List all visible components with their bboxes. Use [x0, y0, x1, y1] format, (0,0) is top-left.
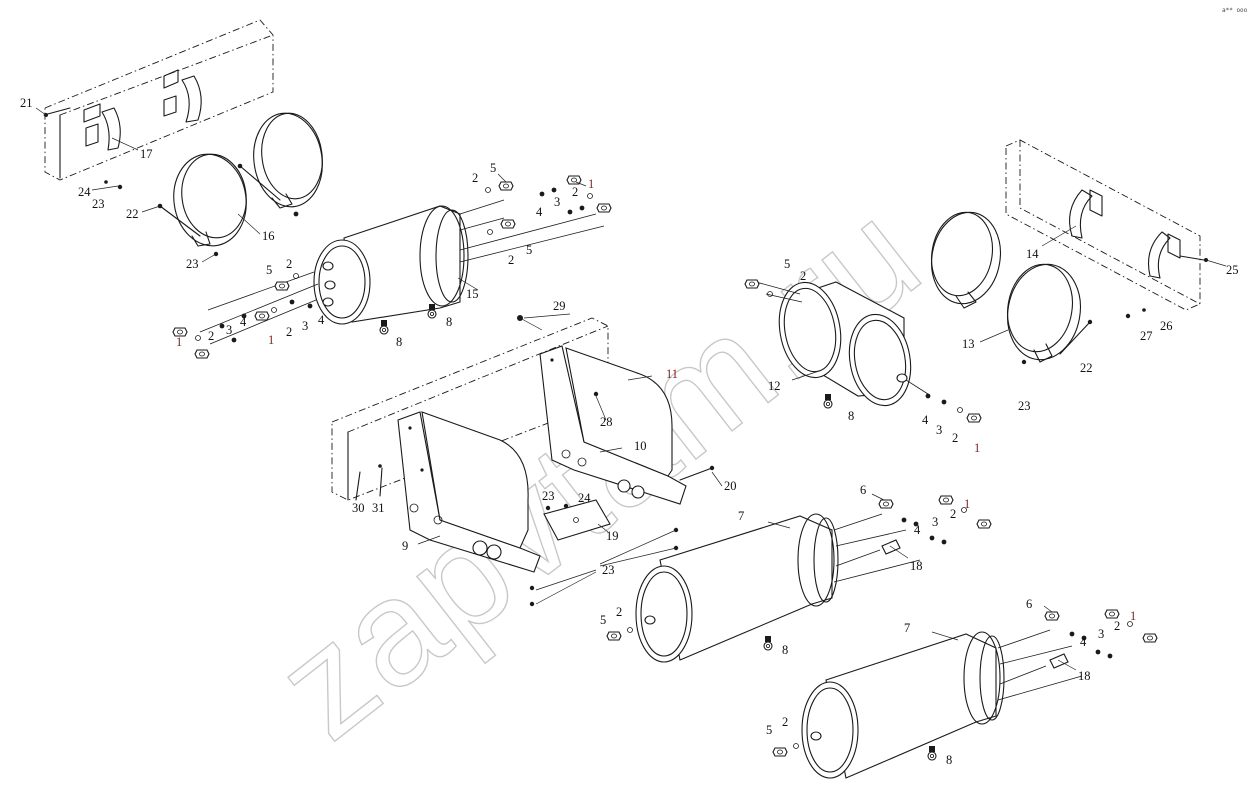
- callout-1: 1: [1130, 609, 1136, 623]
- callout-2: 2: [800, 269, 806, 283]
- callout-19: 19: [606, 529, 619, 543]
- fittings-tank15-right: [485, 175, 612, 235]
- callout-29: 29: [553, 299, 566, 313]
- callout-7: 7: [738, 509, 744, 523]
- clamp-strap-16: [157, 153, 247, 247]
- mounting-bracket-9: [397, 411, 541, 573]
- callout-1: 1: [176, 335, 182, 349]
- callout-23: 23: [602, 563, 615, 577]
- callout-23: 23: [186, 257, 199, 271]
- callout-2: 2: [208, 329, 214, 343]
- callout-15: 15: [466, 287, 479, 301]
- callout-3: 3: [302, 319, 308, 333]
- callout-6: 6: [1026, 597, 1032, 611]
- callout-23: 23: [542, 489, 555, 503]
- fittings-tank15-left: [172, 273, 313, 359]
- mounting-bracket-17: [83, 69, 202, 151]
- callout-6: 6: [860, 483, 866, 497]
- callout-5: 5: [600, 613, 606, 627]
- callout-25: 25: [1226, 263, 1239, 277]
- callout-2: 2: [950, 507, 956, 521]
- callout-13: 13: [962, 337, 975, 351]
- callout-27: 27: [1140, 329, 1153, 343]
- callout-5: 5: [784, 257, 790, 271]
- leader-lines: [35, 107, 1227, 671]
- callout-3: 3: [1098, 627, 1104, 641]
- callout-22: 22: [126, 207, 139, 221]
- callout-3: 3: [226, 323, 232, 337]
- callout-24: 24: [578, 491, 591, 505]
- callout-4: 4: [914, 523, 921, 537]
- callout-4: 4: [240, 315, 247, 329]
- callout-11: 11: [666, 367, 678, 381]
- clamp-strap-upper: [237, 112, 323, 217]
- callout-17: 17: [140, 147, 153, 161]
- callout-28: 28: [600, 415, 613, 429]
- callout-30: 30: [352, 501, 365, 515]
- callout-21: 21: [20, 96, 33, 110]
- callout-5: 5: [766, 723, 772, 737]
- bolt-20: [679, 465, 715, 481]
- bolt-29: [517, 315, 543, 331]
- callout-23: 23: [1018, 399, 1031, 413]
- callout-5: 5: [526, 243, 532, 257]
- callout-2: 2: [472, 171, 478, 185]
- callout-4: 4: [536, 205, 543, 219]
- callout-8: 8: [848, 409, 854, 423]
- callout-2: 2: [782, 715, 788, 729]
- bracket-plate-19: [543, 499, 611, 541]
- air-tank-12: [744, 279, 982, 423]
- callout-26: 26: [1160, 319, 1173, 333]
- callout-8: 8: [396, 335, 402, 349]
- callout-31: 31: [372, 501, 385, 515]
- air-tank-7-upper: [606, 495, 992, 663]
- callout-8: 8: [446, 315, 452, 329]
- callout-3: 3: [936, 423, 942, 437]
- callout-4: 4: [1080, 635, 1087, 649]
- callout-12: 12: [768, 379, 781, 393]
- callout-9: 9: [402, 539, 408, 553]
- callout-2: 2: [286, 325, 292, 339]
- pins-30-31: [355, 464, 383, 501]
- callout-22: 22: [1080, 361, 1093, 375]
- callout-2: 2: [572, 185, 578, 199]
- callout-3: 3: [932, 515, 938, 529]
- frame-rail-upper-left: [43, 19, 274, 181]
- callout-20: 20: [724, 479, 737, 493]
- callout-2: 2: [508, 253, 514, 267]
- callout-2: 2: [1114, 619, 1120, 633]
- callout-1: 1: [974, 441, 980, 455]
- callout-18: 18: [910, 559, 923, 573]
- callout-1: 1: [588, 177, 594, 191]
- callout-2: 2: [952, 431, 958, 445]
- callout-16: 16: [262, 229, 275, 243]
- callout-4: 4: [922, 413, 929, 427]
- callout-7: 7: [904, 621, 910, 635]
- callout-1: 1: [964, 497, 970, 511]
- callout-2: 2: [616, 605, 622, 619]
- air-tank-7-lower: [772, 609, 1158, 779]
- callout-24: 24: [78, 185, 91, 199]
- callout-23: 23: [92, 197, 105, 211]
- callout-14: 14: [1026, 247, 1039, 261]
- callout-8: 8: [946, 753, 952, 767]
- callout-5: 5: [266, 263, 272, 277]
- callout-labels: 21 17 24 23 22 16 23 5 2 2 1 4 3 2 5 15 …: [20, 96, 1239, 767]
- callout-1: 1: [268, 333, 274, 347]
- callout-10: 10: [634, 439, 647, 453]
- mounting-bracket-10: [539, 345, 687, 505]
- callout-3: 3: [554, 195, 560, 209]
- callout-5: 5: [490, 161, 496, 175]
- callout-2: 2: [286, 257, 292, 271]
- frame-rail-center: [331, 317, 609, 501]
- corner-mark: a** ooo: [1222, 7, 1248, 14]
- callout-8: 8: [782, 643, 788, 657]
- mounting-bracket-14: [1069, 189, 1181, 279]
- clamp-strap-13: [931, 211, 1093, 363]
- frame-rail-upper-right: [1005, 139, 1208, 311]
- callout-18: 18: [1078, 669, 1091, 683]
- air-tank-15: [199, 199, 605, 345]
- callout-4: 4: [318, 313, 325, 327]
